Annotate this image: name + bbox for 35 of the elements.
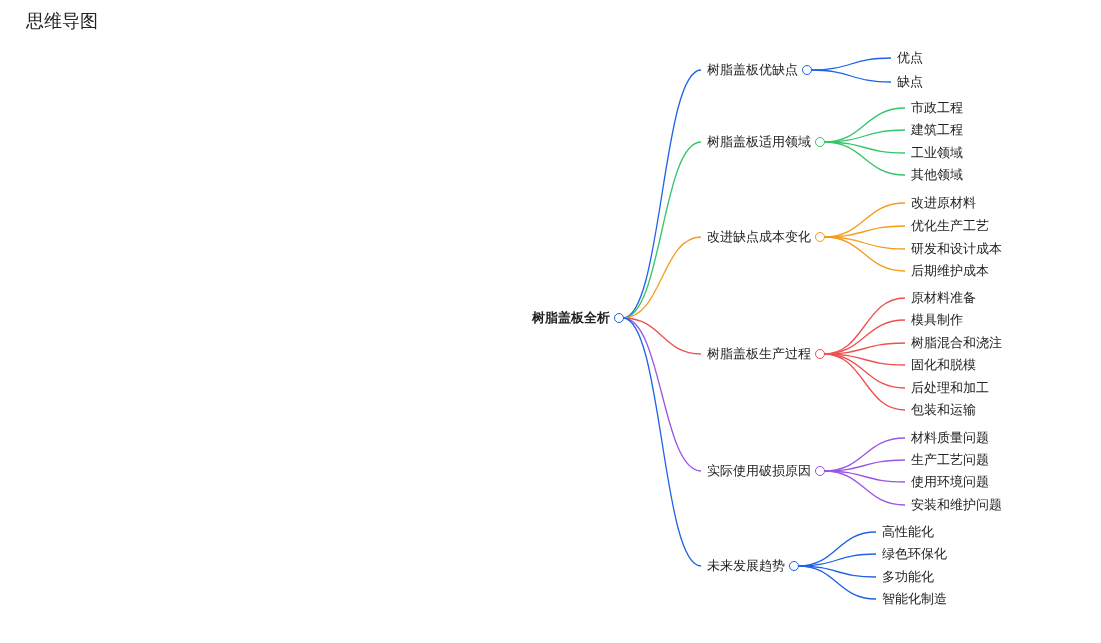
branch-line xyxy=(810,69,892,83)
topic-text: 未来发展趋势 xyxy=(707,557,785,575)
topic-text: 多功能化 xyxy=(882,568,934,586)
topic-text: 改进缺点成本变化 xyxy=(707,228,811,246)
topic-text: 建筑工程 xyxy=(911,121,963,139)
topic-text: 其他领域 xyxy=(911,166,963,184)
topic-text: 绿色环保化 xyxy=(882,545,947,563)
topic-text: 后期维护成本 xyxy=(911,262,989,280)
topic-text: 原材料准备 xyxy=(911,289,976,307)
topic-text: 智能化制造 xyxy=(882,590,947,608)
topic-text: 安装和维护问题 xyxy=(911,496,1002,514)
topic-text: 缺点 xyxy=(897,73,923,91)
topic-text: 后处理和加工 xyxy=(911,379,989,397)
topic-text: 工业领域 xyxy=(911,144,963,162)
topic-text: 使用环境问题 xyxy=(911,473,989,491)
branch-line xyxy=(622,317,702,355)
topic-text: 研发和设计成本 xyxy=(911,240,1002,258)
topic-text: 市政工程 xyxy=(911,99,963,117)
topic-text: 树脂混合和浇注 xyxy=(911,334,1002,352)
topic-text: 树脂盖板适用领域 xyxy=(707,133,811,151)
topic-text: 树脂盖板全析 xyxy=(532,309,610,327)
topic-text: 实际使用破损原因 xyxy=(707,462,811,480)
topic-text: 材料质量问题 xyxy=(911,429,989,447)
topic-text: 包装和运输 xyxy=(911,401,976,419)
topic-text: 模具制作 xyxy=(911,311,963,329)
topic-text: 固化和脱模 xyxy=(911,356,976,374)
topic-text: 生产工艺问题 xyxy=(911,451,989,469)
topic-text: 高性能化 xyxy=(882,523,934,541)
branch-line xyxy=(622,317,702,567)
topic-text: 优点 xyxy=(897,49,923,67)
diagram-title: 思维导图 xyxy=(26,9,98,33)
topic-text: 改进原材料 xyxy=(911,194,976,212)
topic-text: 优化生产工艺 xyxy=(911,217,989,235)
topic-text: 树脂盖板生产过程 xyxy=(707,345,811,363)
topic-text: 树脂盖板优缺点 xyxy=(707,61,798,79)
